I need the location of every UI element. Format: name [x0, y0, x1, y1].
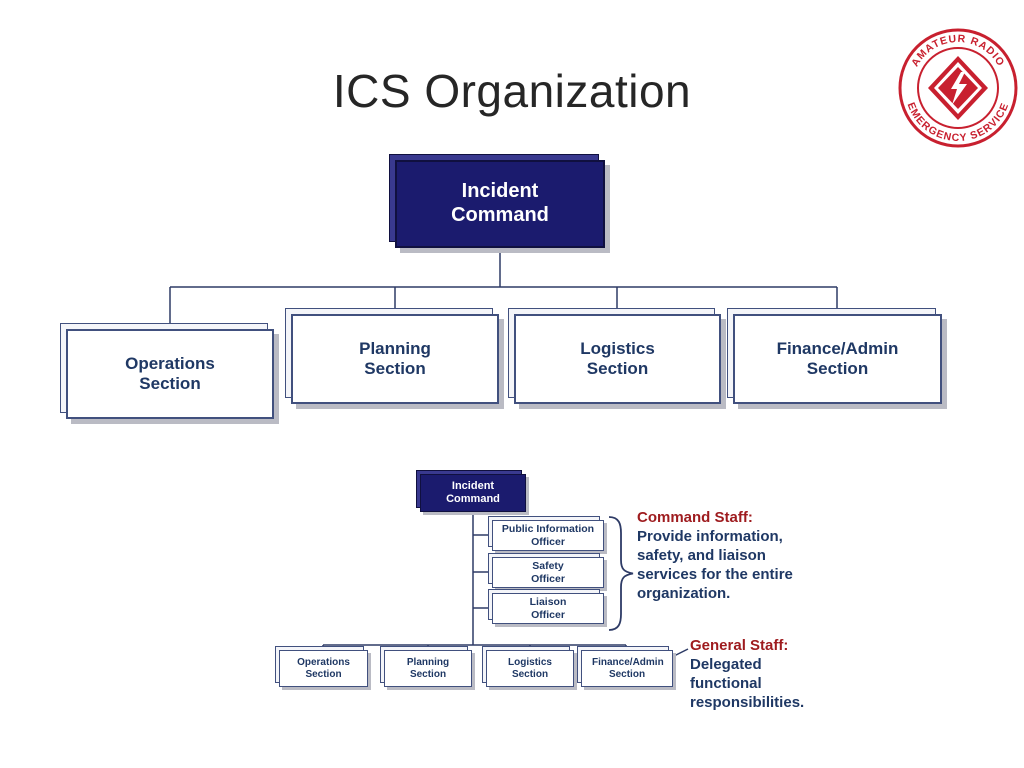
box-label: Logistics Section	[580, 338, 655, 378]
command-staff-body: Provide information, safety, and liaison…	[637, 528, 793, 603]
incident-command-box-small: Incident Command	[420, 474, 526, 512]
operations-section-box-small: Operations Section	[279, 650, 368, 687]
box-label: Finance/Admin Section	[592, 656, 664, 680]
box-label: Public Information Officer	[501, 523, 595, 548]
box-label: Operations Section	[125, 353, 215, 393]
box-label: Incident Command	[446, 480, 500, 505]
general-staff-heading: General Staff:	[690, 637, 789, 654]
command-staff-heading: Command Staff:	[637, 509, 753, 526]
liaison-officer-box: Liaison Officer	[492, 593, 604, 624]
lightning-bolt-icon	[951, 72, 967, 105]
box-label: Planning Section	[406, 656, 450, 680]
planning-section-box-small: Planning Section	[384, 650, 472, 687]
incident-command-box: Incident Command	[395, 160, 605, 248]
finance-admin-section-box-small: Finance/Admin Section	[581, 650, 673, 687]
general-staff-note: General Staff: Delegated functional resp…	[690, 636, 822, 712]
box-label: Finance/Admin Section	[776, 338, 899, 378]
planning-section-box: Planning Section	[291, 314, 499, 404]
box-label: Logistics Section	[508, 656, 552, 680]
general-staff-body: Delegated functional responsibilities.	[690, 656, 805, 712]
box-label: Operations Section	[297, 656, 350, 680]
safety-officer-box: Safety Officer	[492, 557, 604, 588]
operations-section-box: Operations Section	[66, 329, 274, 419]
box-label: Liaison Officer	[529, 596, 567, 621]
page-title: ICS Organization	[332, 65, 692, 117]
box-label: Incident Command	[451, 180, 549, 226]
box-label: Safety Officer	[531, 560, 565, 585]
logistics-section-box: Logistics Section	[514, 314, 721, 404]
public-information-officer-box: Public Information Officer	[492, 520, 604, 551]
box-label: Planning Section	[359, 338, 431, 378]
ares-logo: AMATEUR RADIO EMERGENCY SERVICE	[898, 28, 1018, 148]
finance-admin-section-box: Finance/Admin Section	[733, 314, 942, 404]
logistics-section-box-small: Logistics Section	[486, 650, 574, 687]
command-staff-brace-icon	[608, 516, 634, 631]
command-staff-note: Command Staff: Provide information, safe…	[637, 508, 795, 603]
